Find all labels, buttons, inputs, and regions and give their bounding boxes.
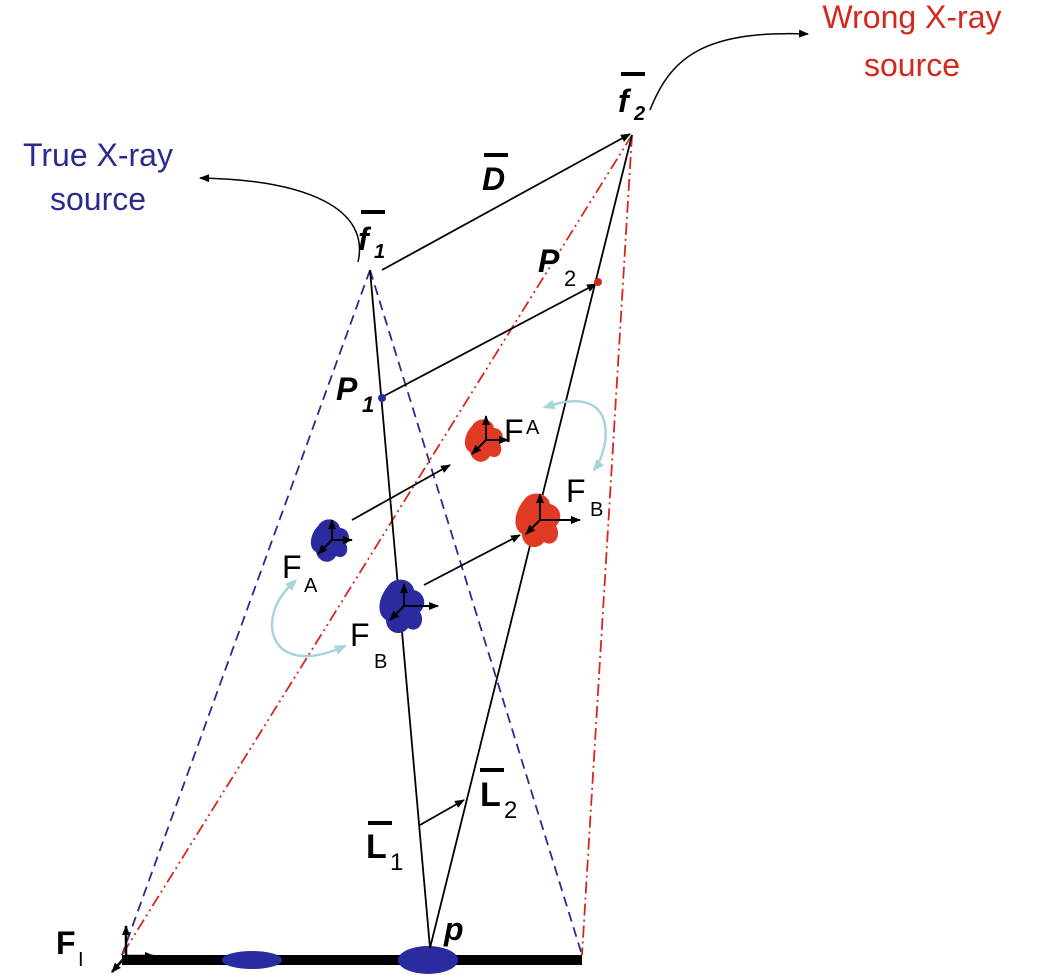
red-object-A — [464, 415, 509, 462]
vector-FA-shift — [351, 464, 451, 521]
vector-P1-P2 — [383, 283, 597, 397]
label-P1-sub: 1 — [362, 392, 374, 417]
label-FA-red-sub: A — [526, 417, 540, 439]
vector-D — [381, 133, 631, 271]
frame-FI-axes — [111, 925, 155, 973]
label-D: D — [482, 161, 505, 197]
true-cone-left — [121, 269, 371, 956]
wrong-source-curve — [649, 29, 809, 111]
label-FA-blue: F — [282, 549, 302, 585]
label-L1-sub: 1 — [390, 849, 403, 876]
label-FA-blue-sub: A — [304, 575, 318, 597]
wrong-source-label-line1: Wrong X-ray — [822, 0, 1001, 35]
point-P1 — [378, 394, 386, 402]
true-source-label-line2: source — [50, 181, 146, 217]
label-FB-red-sub: B — [590, 499, 603, 521]
label-FB-red: F — [566, 473, 586, 509]
label-f2: f — [618, 83, 632, 119]
label-FI-sub: I — [78, 949, 84, 971]
blue-object-B — [379, 579, 439, 634]
red-object-B — [515, 493, 581, 548]
label-p: p — [443, 911, 464, 947]
vector-L1-L2 — [419, 799, 465, 826]
wrong-source-label-line2: source — [864, 47, 960, 83]
red-pair-curve — [542, 399, 607, 472]
label-L2: L — [480, 776, 501, 814]
true-source-label-line1: True X-ray — [23, 137, 173, 173]
label-P2-sub: 2 — [564, 266, 576, 291]
blue-pair-curve — [270, 579, 347, 658]
label-f2-sub: 2 — [633, 103, 645, 125]
wrong-cone-left — [121, 134, 633, 956]
label-P1: P — [336, 371, 358, 407]
label-f1-sub: 1 — [374, 241, 385, 263]
label-L2-sub: 2 — [504, 797, 517, 824]
point-P2 — [594, 278, 602, 286]
label-L1: L — [366, 828, 387, 866]
vector-FB-shift — [423, 534, 521, 586]
true-source-curve — [199, 174, 361, 263]
label-f1: f — [358, 221, 372, 257]
label-FA-red: F — [504, 413, 524, 449]
blue-object-A — [310, 519, 353, 562]
label-FI: F — [56, 925, 76, 961]
label-P2: P — [538, 243, 560, 279]
detector-point-p — [398, 946, 458, 974]
label-FB-blue: F — [350, 617, 370, 653]
wrong-cone-right — [581, 134, 633, 956]
detector-shadow-small — [222, 951, 282, 969]
label-FB-blue-sub: B — [374, 651, 387, 673]
